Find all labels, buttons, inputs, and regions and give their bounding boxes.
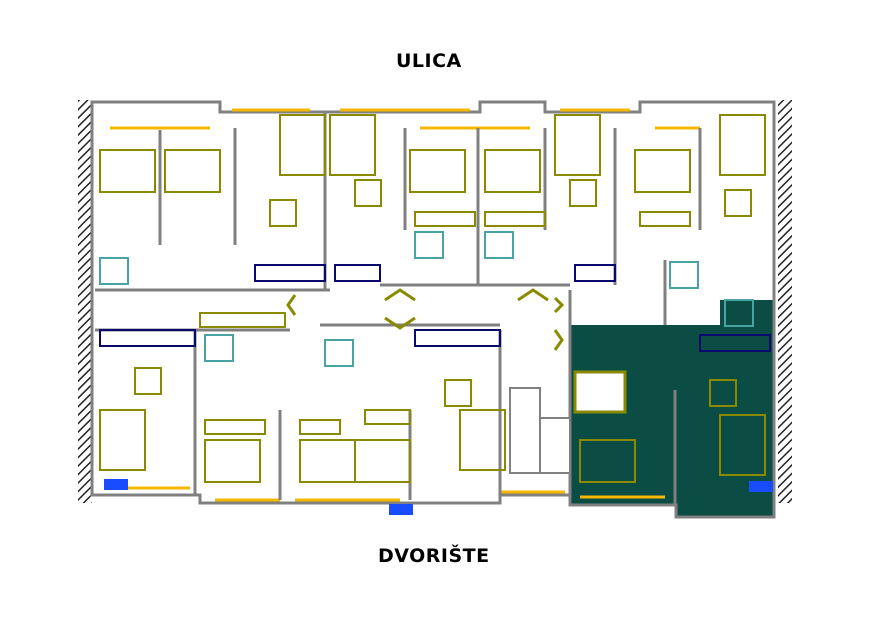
bed-icon <box>299 439 356 483</box>
sofa-icon <box>719 414 766 476</box>
bed-icon <box>354 439 411 483</box>
dining-table-icon <box>269 199 297 227</box>
bed-icon <box>409 149 466 193</box>
staircase <box>509 387 571 474</box>
shower-icon <box>724 299 754 327</box>
dining-table-icon <box>134 367 162 395</box>
wardrobe-icon <box>639 211 691 227</box>
shower-icon <box>204 334 234 362</box>
sofa-icon <box>719 114 766 176</box>
courtyard-label: DVORIŠTE <box>378 545 490 567</box>
hatched-wall-right <box>778 100 792 503</box>
highlighted-apartment[interactable] <box>570 300 775 517</box>
wardrobe-icon <box>199 312 286 328</box>
wardrobe-icon <box>204 419 266 435</box>
kitchen-counter-icon <box>254 264 326 282</box>
dining-table-icon <box>444 379 472 407</box>
window-strips <box>110 108 700 502</box>
kitchen-counter-icon <box>699 334 771 352</box>
shower-icon <box>324 339 354 367</box>
bed-icon <box>579 439 636 483</box>
shower-icon <box>414 231 444 259</box>
kitchen-counter-icon <box>99 329 196 347</box>
wardrobe-icon <box>299 419 341 435</box>
shower-icon <box>99 257 129 285</box>
elevator-shaft <box>573 370 627 414</box>
shower-icon <box>484 231 514 259</box>
sofa-icon <box>99 409 146 471</box>
wardrobe-icon <box>364 409 411 425</box>
kitchen-counter-icon <box>574 264 616 282</box>
wardrobe-icon <box>484 211 546 227</box>
sofa-icon <box>279 114 326 176</box>
bed-icon <box>164 149 221 193</box>
dining-table-icon <box>354 179 382 207</box>
sofa-icon <box>459 409 506 471</box>
bed-icon <box>99 149 156 193</box>
sofa-icon <box>329 114 376 176</box>
interior-walls <box>95 112 702 505</box>
exterior-walls <box>90 100 776 519</box>
ac-unit-icon <box>104 479 128 490</box>
dining-table-icon <box>724 189 752 217</box>
stair-arrow-icon <box>286 288 565 351</box>
bed-icon <box>634 149 691 193</box>
dining-table-icon <box>569 179 597 207</box>
shower-icon <box>669 261 699 289</box>
sofa-icon <box>554 114 601 176</box>
dining-table-icon <box>709 379 737 407</box>
kitchen-counter-icon <box>334 264 381 282</box>
street-label: ULICA <box>396 50 462 72</box>
ac-unit-icon <box>389 504 413 515</box>
kitchen-counter-icon <box>414 329 501 347</box>
ac-unit-icon <box>749 481 773 492</box>
hatched-wall-left <box>78 100 92 503</box>
bed-icon <box>204 439 261 483</box>
bed-icon <box>484 149 541 193</box>
wardrobe-icon <box>414 211 476 227</box>
